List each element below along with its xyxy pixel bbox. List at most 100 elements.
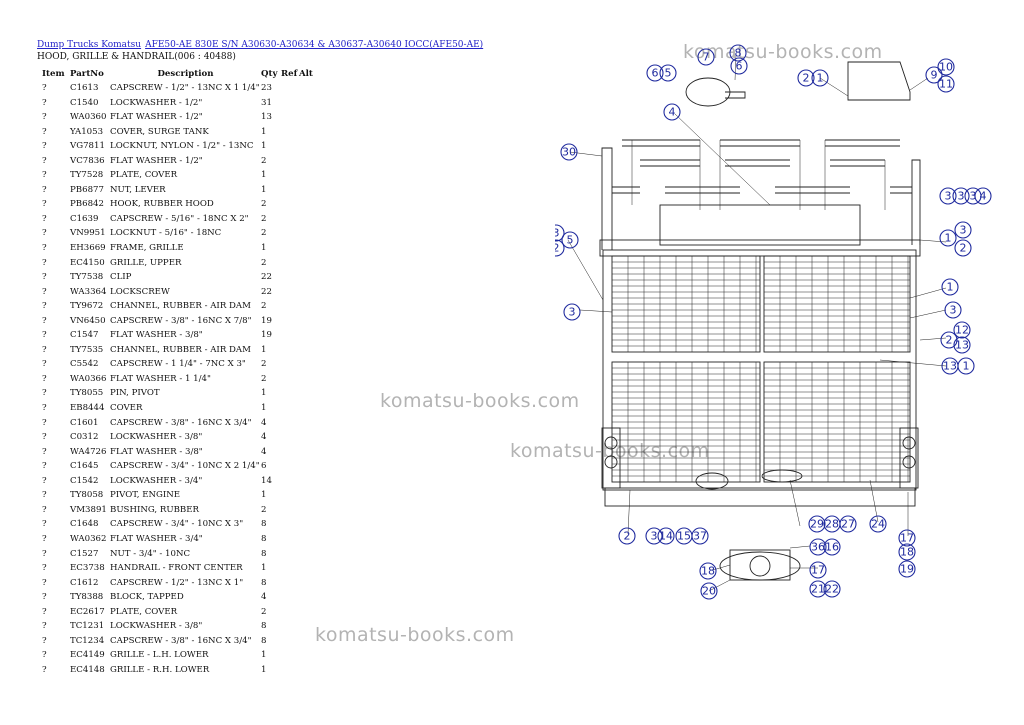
cell-alt	[299, 168, 319, 183]
callout-balloon: 5	[561, 231, 579, 249]
breadcrumb-link-dump-trucks[interactable]: Dump Trucks Komatsu	[37, 40, 142, 50]
callout-balloon: 1	[957, 357, 975, 375]
cell-qty: 1	[261, 388, 267, 399]
callout-balloon: 3	[939, 187, 957, 205]
callout-balloon: 17	[809, 561, 827, 579]
callout-balloon: 22	[823, 580, 841, 598]
callout-circle	[808, 515, 826, 533]
column-header-ref: Ref	[281, 69, 298, 79]
callout-balloon: 1	[939, 229, 957, 247]
callout-balloon: 2	[618, 527, 636, 545]
callout-balloon: 14	[657, 527, 675, 545]
cell-ref	[281, 299, 299, 314]
cell-ref	[281, 183, 299, 198]
callout-label: 11	[939, 78, 953, 91]
cell-description: LOCKWASHER - 3/4"	[110, 475, 203, 486]
callout-circle	[944, 301, 962, 319]
cell-item: ?	[42, 272, 47, 283]
cell-partno: C1645	[70, 461, 99, 472]
callout-circle	[797, 69, 815, 87]
cell-qty: 1	[261, 170, 267, 181]
cell-item: ?	[42, 315, 47, 326]
callout-balloon: 3	[645, 527, 663, 545]
cell-partno: C1540	[70, 97, 99, 108]
cell-partno: C1601	[70, 417, 99, 428]
cell-alt	[299, 576, 319, 591]
callout-circle	[697, 48, 715, 66]
cell-partno: TY9672	[70, 301, 104, 312]
cell-ref	[281, 154, 299, 169]
cell-qty: 19	[261, 315, 272, 326]
cell-description: COVER, SURGE TANK	[110, 126, 209, 137]
cell-description: COVER	[110, 403, 143, 414]
cell-partno: EH3669	[70, 243, 106, 254]
cell-item: ?	[42, 519, 47, 530]
cell-qty: 8	[261, 548, 267, 559]
callout-circle	[663, 103, 681, 121]
cell-qty: 31	[261, 97, 272, 108]
callout-label: 3	[651, 530, 658, 543]
callout-label: 10	[939, 61, 953, 74]
cell-item: ?	[42, 417, 47, 428]
cell-alt	[299, 183, 319, 198]
cell-qty: 2	[261, 504, 267, 515]
cell-description: HOOK, RUBBER HOOD	[110, 199, 214, 210]
cell-description: NUT, LEVER	[110, 184, 166, 195]
cell-ref	[281, 416, 299, 431]
callout-label: 16	[825, 541, 839, 554]
cell-partno: YA1053	[70, 126, 104, 137]
cell-qty: 2	[261, 199, 267, 210]
cell-description: FLAT WASHER - 1 1/4"	[110, 373, 211, 384]
callout-circle	[823, 580, 841, 598]
breadcrumb-link-model[interactable]: AFE50-AE 830E S/N A30630-A30634 & A30637…	[145, 40, 484, 50]
cell-alt	[299, 256, 319, 271]
callout-balloon: 5	[659, 64, 677, 82]
callout-balloon: 4	[663, 103, 681, 121]
callout-balloon: 4	[974, 187, 992, 205]
cell-description: GRILLE - R.H. LOWER	[110, 664, 210, 675]
callout-label: 2	[803, 72, 810, 85]
cell-partno: WA0366	[70, 373, 107, 384]
callout-circle	[953, 321, 971, 339]
cell-description: CAPSCREW - 1 1/4" - 7NC X 3"	[110, 359, 246, 370]
callout-balloon: 18	[699, 562, 717, 580]
cell-qty: 2	[261, 301, 267, 312]
cell-description: CAPSCREW - 3/4" - 10NC X 3"	[110, 519, 244, 530]
cell-description: FLAT WASHER - 3/8"	[110, 330, 203, 341]
cell-ref	[281, 285, 299, 300]
cell-item: ?	[42, 548, 47, 559]
cell-description: LOCKWASHER - 3/8"	[110, 621, 203, 632]
callout-circle	[646, 64, 664, 82]
cell-qty: 2	[261, 373, 267, 384]
cell-partno: TC1234	[70, 635, 105, 646]
cell-item: ?	[42, 432, 47, 443]
callout-balloon: 13	[941, 357, 959, 375]
cell-ref	[281, 96, 299, 111]
cell-item: ?	[42, 243, 47, 254]
cell-alt	[299, 459, 319, 474]
callout-circle	[925, 66, 943, 84]
callout-circle	[699, 562, 717, 580]
callout-label: 3	[958, 190, 965, 203]
cell-qty: 14	[261, 475, 272, 486]
callout-label: 3	[950, 304, 957, 317]
callout-circle	[555, 224, 565, 242]
cell-ref	[281, 241, 299, 256]
cell-qty: 19	[261, 330, 272, 341]
cell-item: ?	[42, 97, 47, 108]
cell-alt	[299, 96, 319, 111]
callout-circle	[954, 239, 972, 257]
cell-qty: 4	[261, 446, 267, 457]
callout-balloon: 3	[954, 221, 972, 239]
cell-partno: VG7811	[70, 141, 105, 152]
